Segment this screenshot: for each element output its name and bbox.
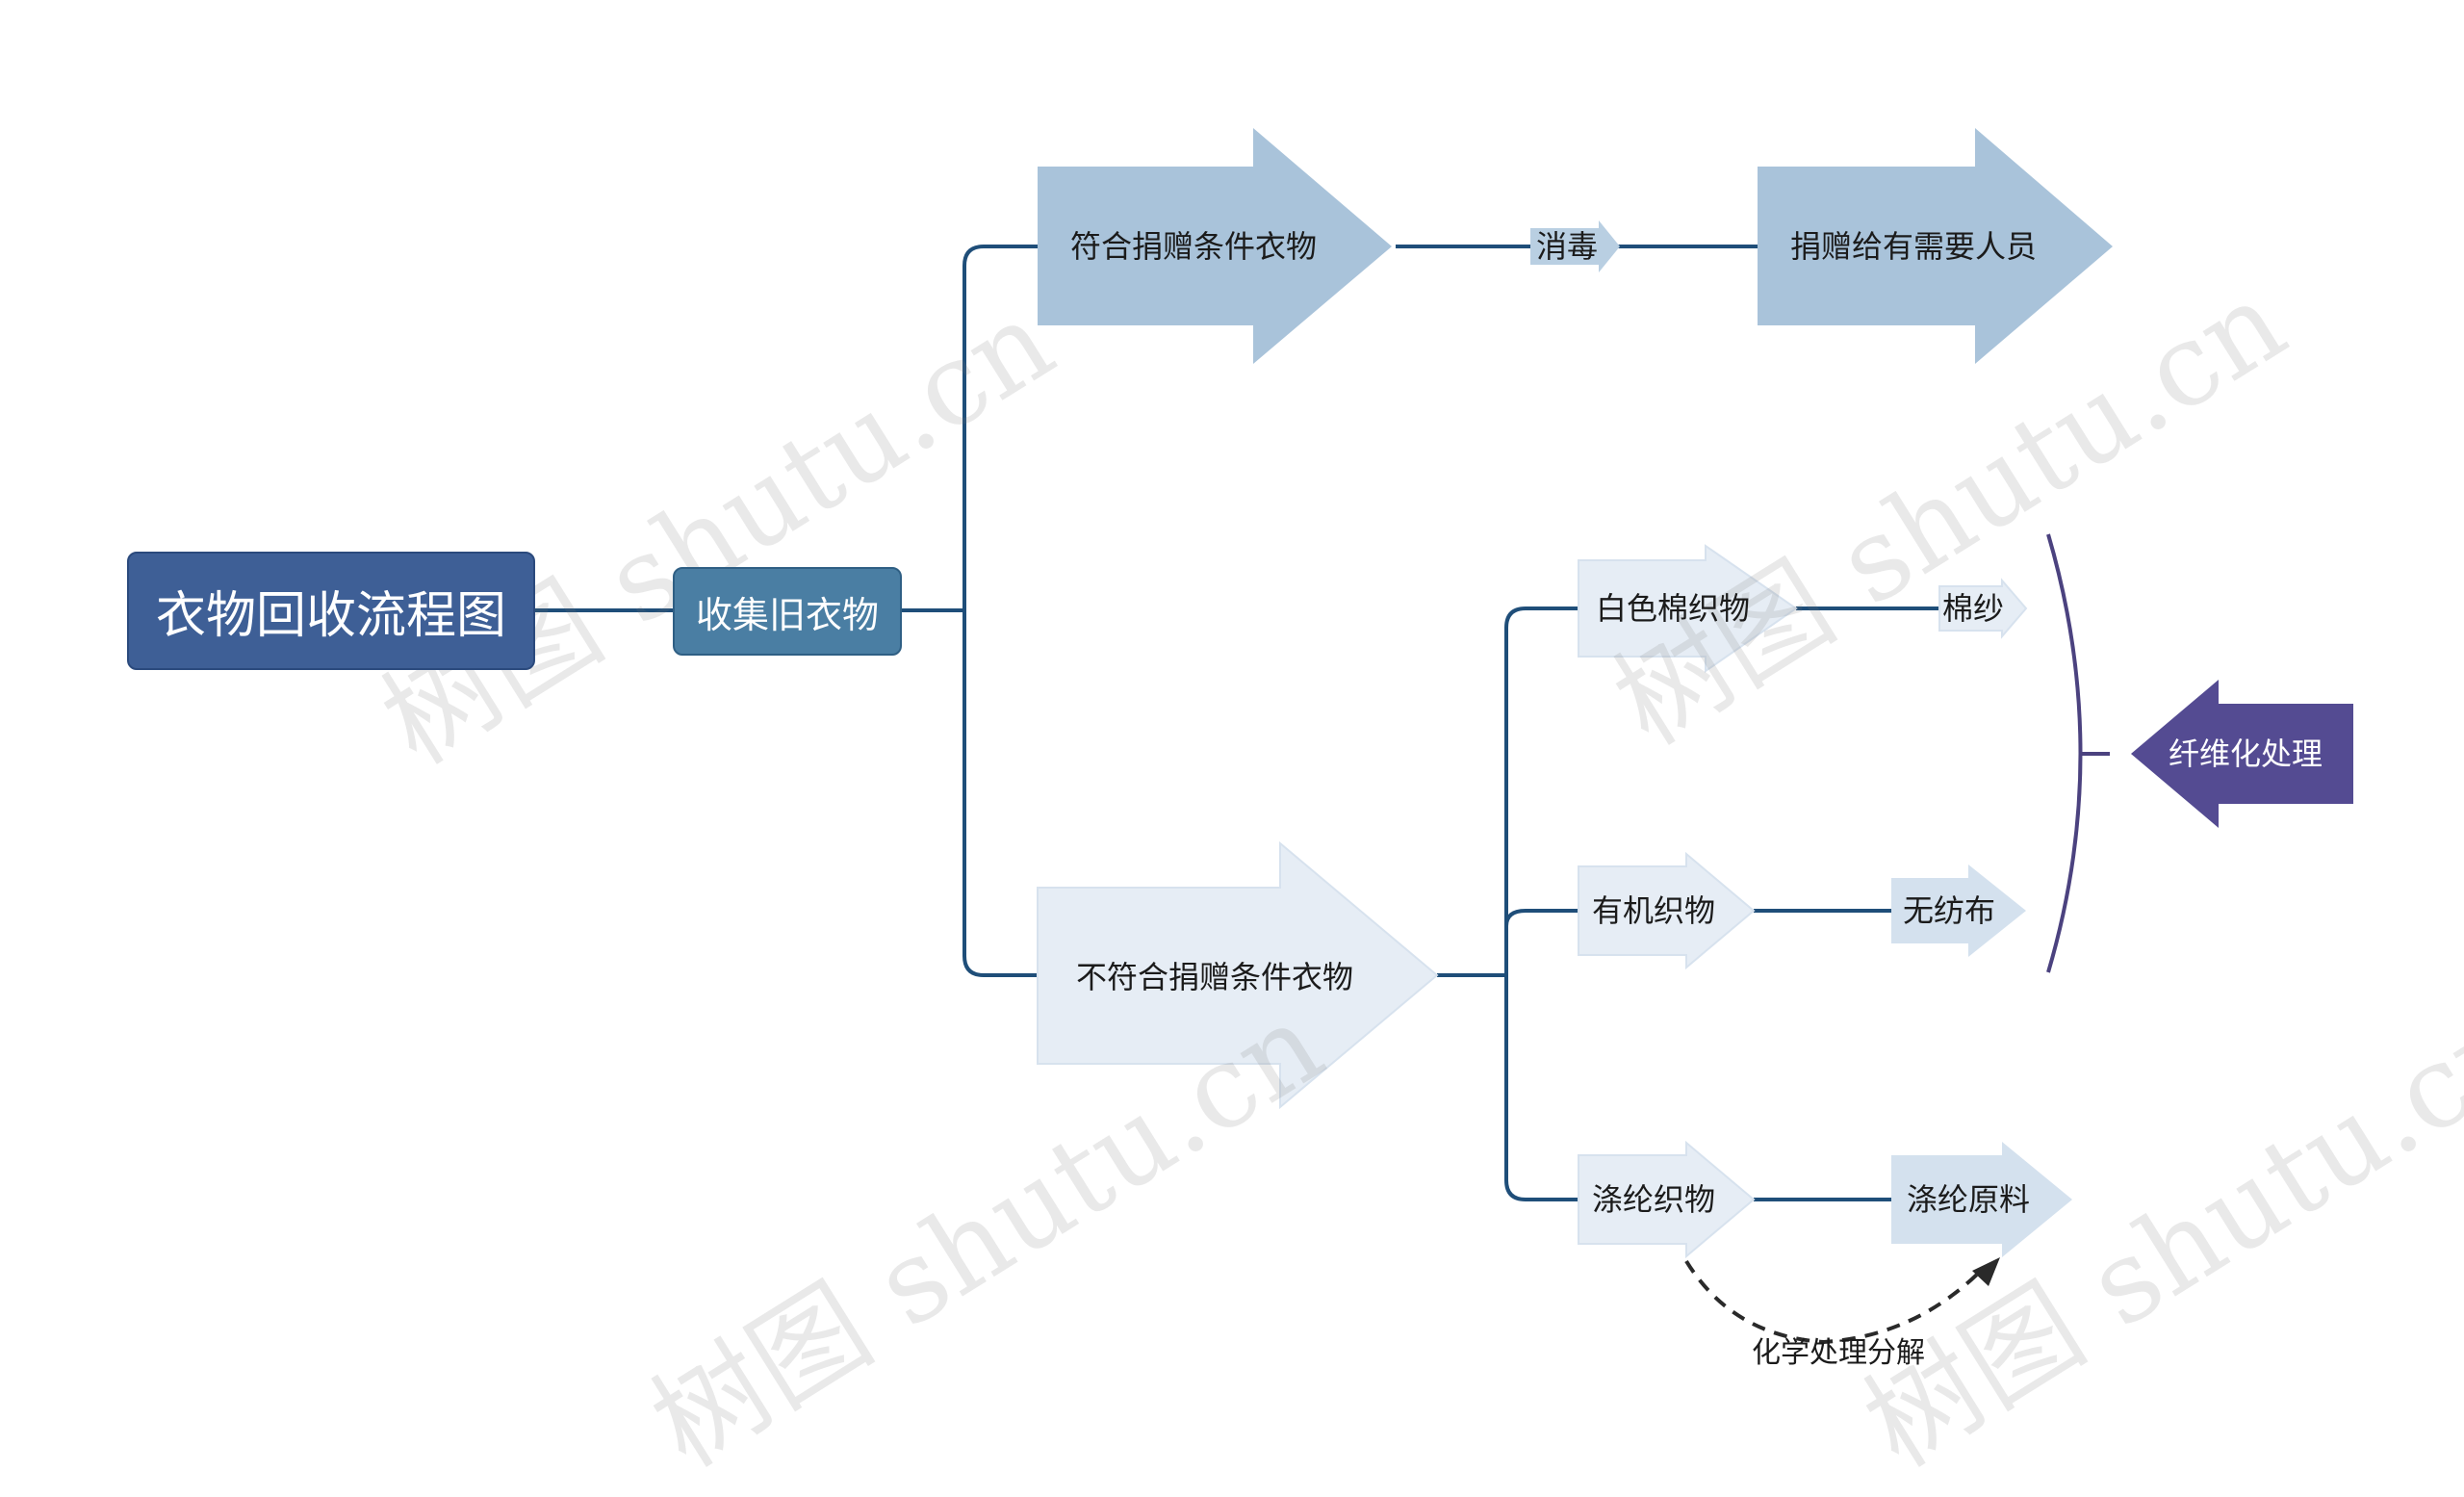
chemical-dashed-arc (1684, 1259, 1985, 1345)
disinfect-label: 消毒 (1535, 228, 1599, 265)
donate-label: 捐赠给有需要人员 (1789, 228, 2038, 265)
eligible-label: 符合捐赠条件衣物 (1069, 228, 1318, 265)
connector-lines (535, 245, 1939, 1201)
connector-sub-bracket (1504, 607, 1578, 1201)
arrow-white-cotton[interactable] (1578, 544, 1798, 673)
fiber-processing-label: 纤维化处理 (2168, 736, 2323, 772)
organic-label: 有机织物 (1591, 892, 1716, 929)
chemical-arrowhead (1972, 1257, 2000, 1286)
collect-node[interactable]: 收集旧衣物 (673, 567, 902, 656)
polyester-label: 涤纶织物 (1591, 1181, 1716, 1218)
arrow-polyester[interactable] (1578, 1140, 1756, 1259)
white-cotton-label: 白色棉织物 (1595, 590, 1751, 627)
arrow-donate[interactable] (1758, 128, 2113, 364)
arrow-nonwoven[interactable] (1891, 865, 2026, 957)
flowchart-canvas (535, 128, 2353, 1345)
nonwoven-label: 无纺布 (1902, 892, 1996, 929)
chemical-label: 化学处理分解 (1752, 1336, 1925, 1370)
arrow-shapes (1037, 128, 2353, 1259)
arrow-disinfect[interactable] (1530, 220, 1620, 272)
polyester-raw-label: 涤纶原料 (1906, 1181, 2031, 1218)
connector-main-bracket (962, 245, 1041, 977)
cotton-yarn-label: 棉纱 (1941, 590, 2005, 627)
arrow-organic[interactable] (1578, 851, 1756, 970)
arrow-cotton-yarn[interactable] (1938, 578, 2028, 639)
ineligible-label: 不符合捐赠条件衣物 (1075, 959, 1354, 995)
arrow-ineligible[interactable] (1037, 840, 1439, 1110)
arrow-polyester-raw[interactable] (1891, 1142, 2072, 1257)
connector-organic (1504, 909, 1578, 927)
arrow-fiber-processing[interactable] (2131, 680, 2353, 828)
fiber-bracket (2046, 533, 2083, 973)
root-node[interactable]: 衣物回收流程图 (127, 552, 535, 670)
arrow-eligible[interactable] (1038, 128, 1392, 364)
